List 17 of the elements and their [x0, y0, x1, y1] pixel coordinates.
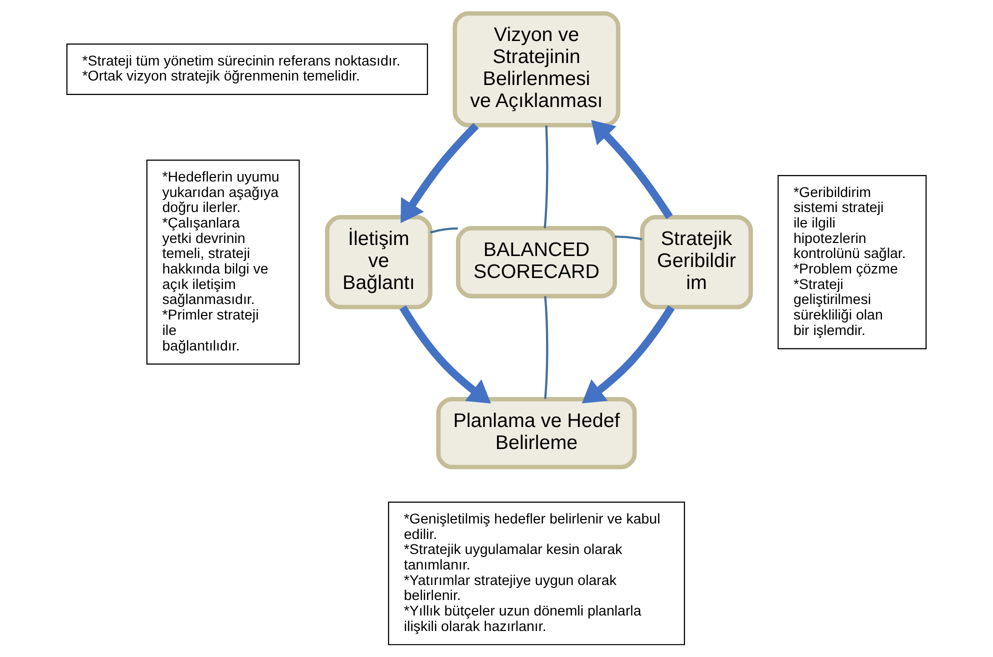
- node-box: *Strateji tüm yönetim sürecinin referans noktasıdır. *Ortak vizyon stratejik öğrenmenin temelidir.: [66, 43, 428, 95]
- node-box: İletişim ve Bağlantı: [325, 214, 432, 309]
- node-box: *Hedeflerin uyumu yukarıdan aşağıya doğru ilerler. *Çalışanlara yetki devrinin temeli, strateji hakkında bilgi ve açık iletişim sağlanmasıdır. *Primler strateji ile bağlantılıdır.: [146, 159, 300, 364]
- node-box: Planlama ve Hedef Belirleme: [436, 396, 637, 469]
- connector: [544, 296, 548, 398]
- connector: [614, 235, 642, 240]
- node-box: Vizyon ve Stratejinin Belirlenmesi ve Açıklanması: [452, 10, 620, 127]
- connector: [430, 226, 458, 233]
- node-box: BALANCED SCORECARD: [456, 225, 618, 298]
- connector: [544, 124, 548, 228]
- arrow: [591, 119, 673, 219]
- arrow: [399, 304, 491, 403]
- arrow: [400, 122, 479, 223]
- arrow: [582, 304, 675, 403]
- node-box: *Genişletilmiş hedefler belirlenir ve kabul edilir. *Stratejik uygulamalar kesin olarak tanımlanır. *Yatırımlar stratejiye uygun olarak belirlenir. *Yıllık bütçeler uzun dönemli planlarla ilişkili olarak hazırlanır.: [388, 501, 685, 645]
- node-box: Stratejik Geribildirim: [640, 214, 753, 309]
- node-box: *Geribildirim sistemi strateji ile ilgili hipotezlerin kontrolünü sağlar. *Problem çözme *Strateji geliştirilmesi sürekliliği olan bir işlemdir.: [778, 174, 927, 349]
